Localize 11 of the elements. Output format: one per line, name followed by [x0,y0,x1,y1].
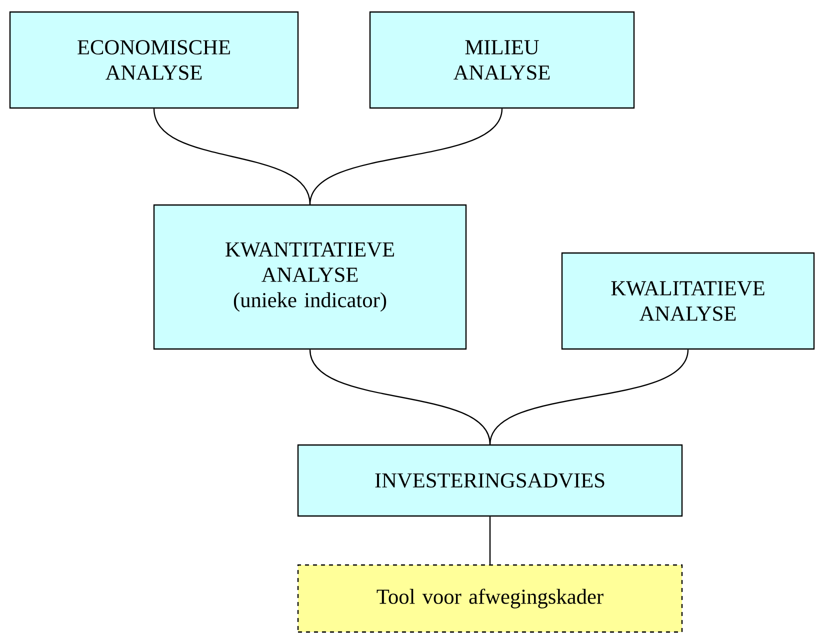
connector [153,108,311,205]
analysis-box: ECONOMISCHE ANALYSE [9,11,299,109]
tool-box: Tool voor afwegingskader [297,564,683,633]
connector [489,349,689,445]
connector [489,516,491,564]
analysis-box: MILIEU ANALYSE [369,11,635,109]
advice-box: INVESTERINGSADVIES [297,444,683,517]
connector [309,108,503,205]
analysis-box: KWALITATIEVE ANALYSE [561,252,815,350]
connector [309,349,491,445]
analysis-box: KWANTITATIEVE ANALYSE (unieke indicator) [153,204,467,350]
